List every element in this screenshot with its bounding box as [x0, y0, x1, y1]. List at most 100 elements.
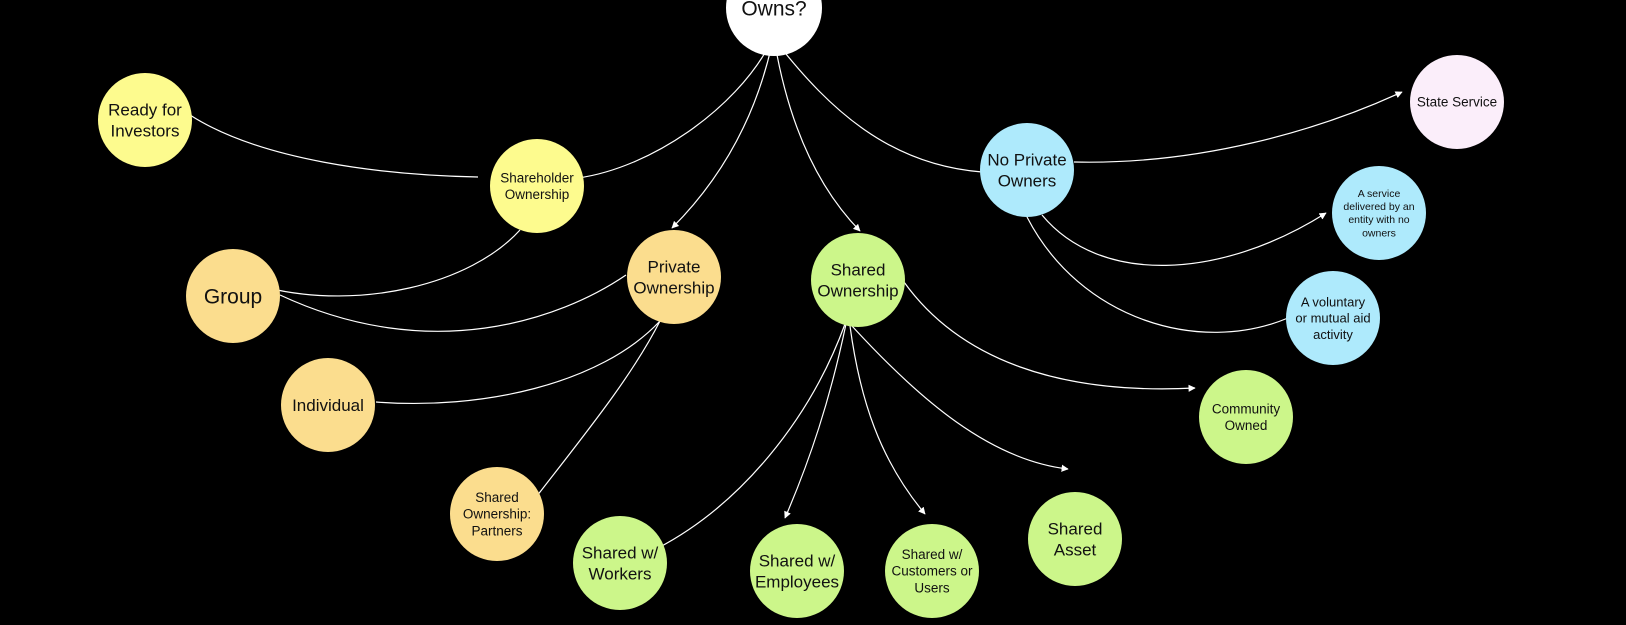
edge-shared-to-asset: [851, 325, 1069, 472]
edges-layer: [189, 43, 1403, 549]
node-label-line: A voluntary: [1301, 294, 1366, 309]
node-root[interactable]: Owns?: [726, 0, 822, 56]
node-label-line: Ready for: [108, 100, 182, 119]
node-label-line: Shared: [1048, 519, 1103, 538]
node-circle: [726, 0, 822, 56]
node-label-line: Investors: [111, 122, 180, 141]
node-label-line: Shareholder: [500, 170, 574, 185]
edge-noprivate-to-state: [1073, 91, 1403, 163]
node-circle: [627, 230, 721, 324]
node-circle: [811, 233, 905, 327]
node-label-line: Employees: [755, 573, 839, 592]
node-label-line: Shared w/: [582, 543, 659, 562]
edge-root-to-shared: [774, 43, 861, 232]
edge-root-to-shareholder: [577, 43, 771, 179]
node-state[interactable]: State Service: [1410, 55, 1504, 149]
edge-private-to-group: [279, 274, 627, 332]
node-label-line: Users: [914, 581, 950, 596]
node-label-line: Owns?: [741, 0, 806, 20]
node-label-line: Customers or: [891, 564, 973, 579]
node-circle: [450, 467, 544, 561]
edge-root-to-noprivate: [777, 43, 983, 173]
node-label-line: Asset: [1054, 541, 1097, 560]
node-customers[interactable]: Shared w/Customers or Users: [885, 524, 979, 618]
node-workers[interactable]: Shared w/Workers: [573, 516, 667, 610]
node-label-line: Shared w/: [902, 547, 963, 562]
node-circle: [1410, 55, 1504, 149]
node-label-line: Shared w/: [759, 551, 836, 570]
node-label-line: Shared: [475, 490, 519, 505]
node-label-line: Shared: [831, 260, 886, 279]
node-group[interactable]: Group: [186, 249, 280, 343]
node-label: State Service: [1417, 95, 1497, 110]
edge-shared-to-workers: [657, 323, 846, 549]
node-label-line: Owned: [1225, 418, 1268, 433]
node-individual[interactable]: Individual: [281, 358, 375, 452]
edge-root-to-private: [671, 43, 773, 229]
node-label-line: Partners: [471, 524, 522, 539]
edge-private-to-individual: [375, 320, 661, 405]
edge-shared-to-employees: [784, 323, 847, 519]
node-circle: [490, 139, 584, 233]
node-label-line: Workers: [589, 565, 652, 584]
node-circle: [281, 358, 375, 452]
node-label-line: A service: [1358, 188, 1401, 200]
node-label: Shared w/Workers: [582, 543, 659, 583]
edge-private-to-partners: [529, 320, 661, 506]
node-circle: [186, 249, 280, 343]
node-label-line: State Service: [1417, 95, 1497, 110]
node-circle: [750, 524, 844, 618]
node-label-line: Individual: [292, 396, 364, 415]
edge-shareholder-to-group: [267, 229, 521, 297]
node-label-line: owners: [1362, 227, 1396, 239]
node-label-line: Ownership: [505, 187, 570, 202]
node-circle: [1286, 271, 1380, 365]
node-label: Owns?: [741, 0, 806, 20]
edge-noprivate-to-voluntary: [1026, 216, 1289, 333]
node-label: Shared w/Customers or Users: [891, 547, 973, 596]
node-label-line: Ownership: [817, 282, 898, 301]
edge-shared-to-customers: [849, 325, 926, 515]
node-label-line: Group: [204, 285, 262, 308]
node-label-line: activity: [1313, 327, 1353, 342]
edge-shared-to-community: [903, 281, 1196, 392]
node-label-line: Community: [1212, 401, 1281, 416]
edge-shareholder-to-ready: [189, 114, 479, 178]
node-circle: [1199, 370, 1293, 464]
node-label: Shared w/Employees: [755, 551, 839, 591]
node-circle: [885, 524, 979, 618]
node-label-line: or mutual aid: [1295, 311, 1370, 326]
node-circle: [98, 73, 192, 167]
node-label-line: Ownership: [633, 279, 714, 298]
edge-noprivate-to-noowners: [1041, 212, 1327, 266]
node-circle: [980, 123, 1074, 217]
node-label: Group: [204, 285, 262, 308]
node-label-line: Owners: [998, 172, 1057, 191]
node-circle: [1028, 492, 1122, 586]
node-employees[interactable]: Shared w/Employees: [750, 524, 844, 618]
node-label-line: delivered by an: [1343, 201, 1414, 213]
node-label-line: Ownership:: [463, 507, 531, 522]
node-label-line: No Private: [987, 150, 1066, 169]
